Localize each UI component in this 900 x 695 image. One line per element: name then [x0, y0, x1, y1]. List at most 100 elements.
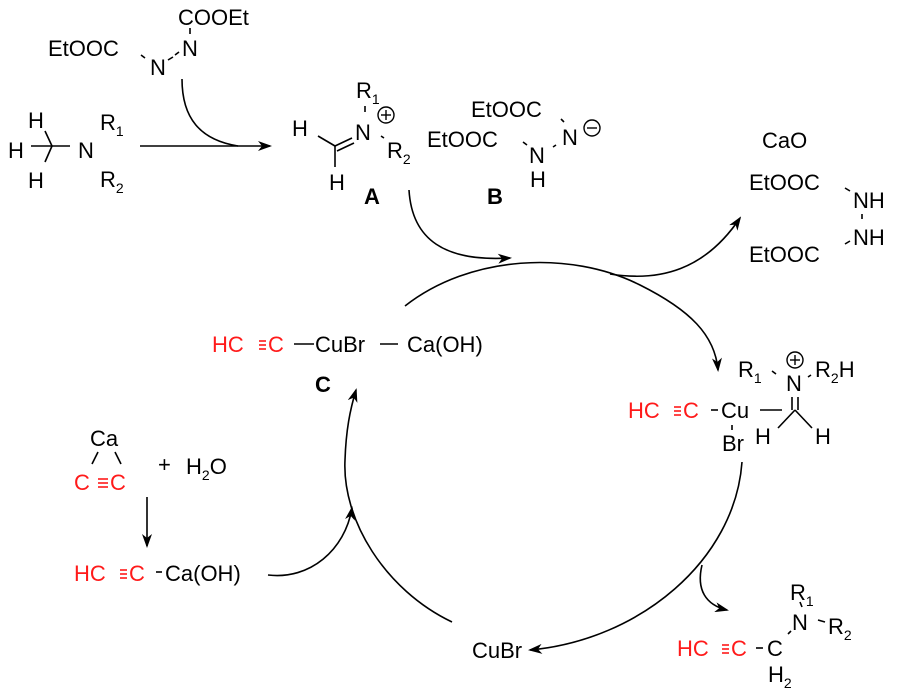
- alkyne-hc: HC: [677, 636, 709, 661]
- nh-group: NH: [853, 188, 885, 213]
- cycle-arrow-top: [404, 261, 722, 372]
- bond: [522, 141, 528, 146]
- bond: [552, 144, 557, 148]
- compound-label-a: A: [364, 184, 380, 209]
- carbide-c: C: [74, 470, 90, 495]
- bond: [44, 130, 53, 147]
- bond: [560, 118, 565, 123]
- bond: [787, 630, 792, 635]
- bond: [380, 135, 385, 139]
- dead-cooet: COOEt: [178, 5, 249, 30]
- atom-cu: Cu: [721, 398, 749, 423]
- negative-charge-icon: [583, 119, 601, 137]
- positive-charge-icon: [377, 106, 395, 124]
- caoh: Ca(OH): [165, 561, 241, 586]
- atom-h: H: [8, 138, 24, 163]
- atom-h: H: [815, 424, 831, 449]
- atom-n: N: [792, 610, 808, 635]
- alkyne-hc: HC: [212, 332, 244, 357]
- cycle-arrow-left: [344, 388, 453, 623]
- bond: [317, 135, 336, 147]
- atom-h: H: [28, 168, 44, 193]
- bond: [44, 145, 53, 163]
- r2: R2: [387, 138, 411, 167]
- nh-group: NH: [853, 225, 885, 250]
- atom-n: N: [78, 138, 94, 163]
- bond: [334, 137, 353, 147]
- dead-etooc: EtOOC: [48, 36, 119, 61]
- atom-h: H: [755, 424, 771, 449]
- bond: [336, 142, 355, 152]
- byproduct-exit-arrow: [609, 216, 742, 277]
- etooc-group: EtOOC: [749, 170, 820, 195]
- alkyne-c: C: [731, 636, 747, 661]
- etooc-group: EtOOC: [427, 127, 498, 152]
- bond: [817, 619, 826, 623]
- a-entry-arrow: [408, 189, 512, 264]
- r2: R2: [100, 167, 124, 196]
- acetylide-entry-arrow: [267, 506, 355, 577]
- byproducts: CaO EtOOC NH NH EtOOC: [749, 128, 885, 267]
- atom-ca: Ca: [90, 426, 119, 451]
- etooc-group: EtOOC: [471, 97, 542, 122]
- bond: [844, 240, 851, 245]
- r1: R1: [100, 110, 124, 139]
- r1: R1: [356, 78, 380, 107]
- r1: R1: [738, 357, 762, 386]
- compound-label-c: C: [315, 372, 331, 397]
- cao: CaO: [762, 128, 807, 153]
- atom-n: N: [562, 125, 578, 150]
- calcium-acetylide: HC C Ca(OH): [74, 561, 241, 586]
- bond: [799, 601, 803, 608]
- etooc-group: EtOOC: [749, 242, 820, 267]
- alkyne-c: C: [683, 398, 699, 423]
- positive-charge-icon: [786, 351, 804, 369]
- bond: [167, 56, 174, 61]
- dead-reagent: COOEt N EtOOC N: [48, 5, 249, 80]
- propargylamine-product: HC C C H2 N R1 R2: [677, 580, 852, 691]
- caoh: Ca(OH): [407, 332, 483, 357]
- product-exit-arrow: [699, 564, 729, 613]
- copper-iminium-complex: R1 N R2H HC C Cu Br H H: [628, 351, 855, 456]
- cubr: CuBr: [315, 332, 365, 357]
- iminium-a: H H N R1 R2 A: [292, 78, 411, 209]
- plus-sign: +: [158, 452, 171, 477]
- copper-acetylide-c: HC C CuBr Ca(OH) C: [212, 332, 483, 397]
- bond: [91, 451, 99, 465]
- r2: R2: [828, 614, 852, 643]
- bond: [844, 187, 851, 192]
- atom-h: H: [329, 170, 345, 195]
- atom-h: H: [530, 167, 546, 192]
- water: H2O: [186, 454, 227, 483]
- atom-h: H: [292, 116, 308, 141]
- atom-n: N: [786, 371, 802, 396]
- cycle-arrow-right: [528, 461, 743, 654]
- r1: R1: [790, 580, 814, 609]
- bond: [771, 370, 777, 375]
- dead-n2: N: [182, 36, 198, 61]
- alkyne-c: C: [268, 332, 284, 357]
- atom-br: Br: [722, 431, 744, 456]
- r2h: R2H: [815, 357, 855, 386]
- carbide-c: C: [110, 470, 126, 495]
- bond: [114, 451, 122, 465]
- calcium-carbide: Ca C C + H2O: [74, 426, 227, 495]
- bond: [777, 409, 796, 429]
- atom-n: N: [355, 120, 371, 145]
- bond: [807, 374, 812, 378]
- tertiary-amine: H H H N R1 R2: [8, 108, 124, 196]
- alkyne-hc: HC: [628, 398, 660, 423]
- dead-curved-arrow: [181, 78, 239, 147]
- atom-n: N: [529, 143, 545, 168]
- hydrazide-anion-b: EtOOC EtOOC N H N B: [427, 97, 601, 209]
- bond: [794, 409, 813, 429]
- bond: [174, 51, 180, 56]
- ch2-h2: H2: [768, 662, 792, 691]
- bond: [140, 54, 146, 59]
- compound-label-b: B: [487, 184, 503, 209]
- dead-n1: N: [150, 55, 166, 80]
- alkyne-c: C: [129, 561, 145, 586]
- atom-c: C: [767, 636, 783, 661]
- atom-h: H: [28, 108, 44, 133]
